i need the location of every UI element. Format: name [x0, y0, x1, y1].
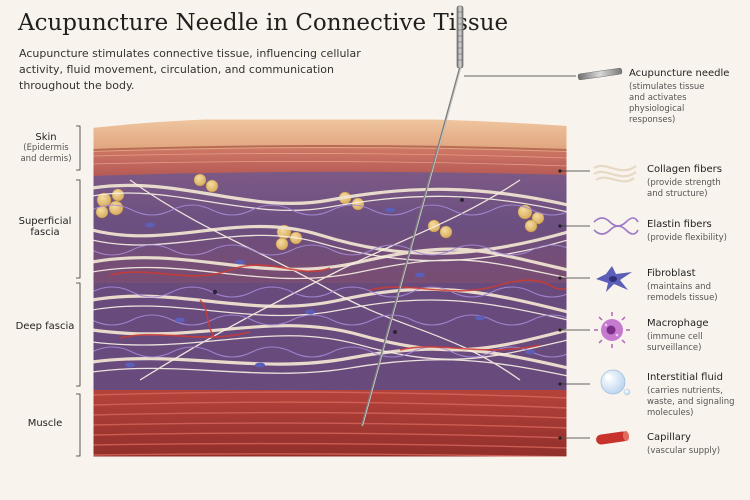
legend-capillary-title: Capillary [647, 432, 691, 443]
legend-fibroblast-desc: (maintains and remodels tissue) [647, 282, 718, 303]
capillary-network [109, 264, 568, 351]
layer-label-skin: Skin (Epidermis and dermis) [18, 132, 74, 165]
layer-name: Muscle [27, 418, 63, 429]
elastin-network [92, 204, 568, 358]
layer-name: Deep fascia [15, 321, 75, 332]
legend-needle-desc: (stimulates tissue and activates physiol… [629, 82, 705, 125]
macrophage-icon [594, 312, 630, 348]
elastin-icon [593, 217, 639, 235]
collagen-bundles [92, 183, 568, 370]
layer-label-deep-fascia: Deep fascia [14, 321, 76, 332]
legend-needle-title: Acupuncture needle [629, 68, 730, 79]
legend-elastin-title: Elastin fibers [647, 219, 712, 230]
legend-capillary-desc: (vascular supply) [647, 446, 721, 456]
legend-fibroblast-title: Fibroblast [647, 268, 696, 279]
fibroblast-cells [125, 207, 535, 368]
page-subtitle: Acupuncture stimulates connective tissue… [19, 47, 361, 92]
callout-lines [464, 75, 590, 439]
muscle-layer [92, 385, 568, 458]
legend-fluid-title: Interstitial fluid [647, 372, 723, 383]
epidermis-layer [92, 118, 568, 152]
fibroblast-icon [596, 266, 632, 292]
layer-name: Skin [35, 132, 57, 143]
layer-label-superficial-fascia: Superficial fascia [14, 216, 76, 238]
needle-icon [577, 67, 623, 81]
tissue-block [92, 118, 568, 458]
layer-brackets [76, 125, 81, 457]
legend-collagen-title: Collagen fibers [647, 164, 722, 175]
legend-elastin-desc: (provide flexibility) [647, 233, 727, 243]
layer-sub: (Epidermis and dermis) [20, 143, 72, 164]
legend-macrophage-desc: (immune cell surveillance) [647, 332, 703, 353]
legend-fluid-desc: (carries nutrients, waste, and signaling… [647, 386, 735, 418]
layer-label-muscle: Muscle [14, 418, 76, 429]
legend-macrophage-title: Macrophage [647, 318, 709, 329]
page-title: Acupuncture Needle in Connective Tissue [18, 10, 509, 36]
acupuncture-needle [360, 5, 464, 427]
layer-name: Superficial fascia [18, 216, 72, 238]
dermis-layer [92, 144, 568, 176]
fluid-droplet-icon [600, 369, 631, 396]
collagen-icon [593, 164, 637, 183]
legend-collagen-desc: (provide strength and structure) [647, 178, 721, 199]
capillary-icon [596, 431, 630, 445]
